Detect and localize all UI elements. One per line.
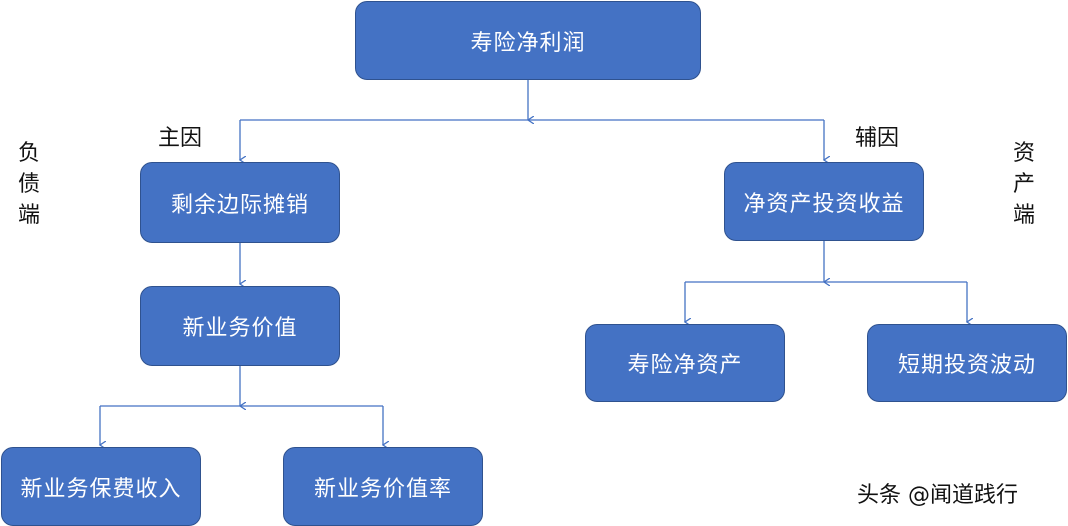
node-life-insurance-net-assets: 寿险净资产 xyxy=(585,324,785,402)
node-short-term-investment-volatility: 短期投资波动 xyxy=(867,324,1067,402)
watermark: 头条 @闻道践行 xyxy=(857,483,1018,508)
label-primary-cause: 主因 xyxy=(158,126,203,151)
node-new-business-premium-income: 新业务保费收入 xyxy=(1,447,201,526)
node-life-insurance-net-profit: 寿险净利润 xyxy=(355,1,701,80)
node-csm-amortization: 剩余边际摊销 xyxy=(140,162,340,243)
node-new-business-value: 新业务价值 xyxy=(140,286,340,366)
label-asset-side: 资 产 端 xyxy=(1012,141,1035,228)
label-liability-side: 负 债 端 xyxy=(17,141,40,228)
label-secondary-cause: 辅因 xyxy=(855,126,900,151)
node-new-business-value-margin: 新业务价值率 xyxy=(283,447,483,526)
node-net-asset-investment-income: 净资产投资收益 xyxy=(724,162,924,241)
